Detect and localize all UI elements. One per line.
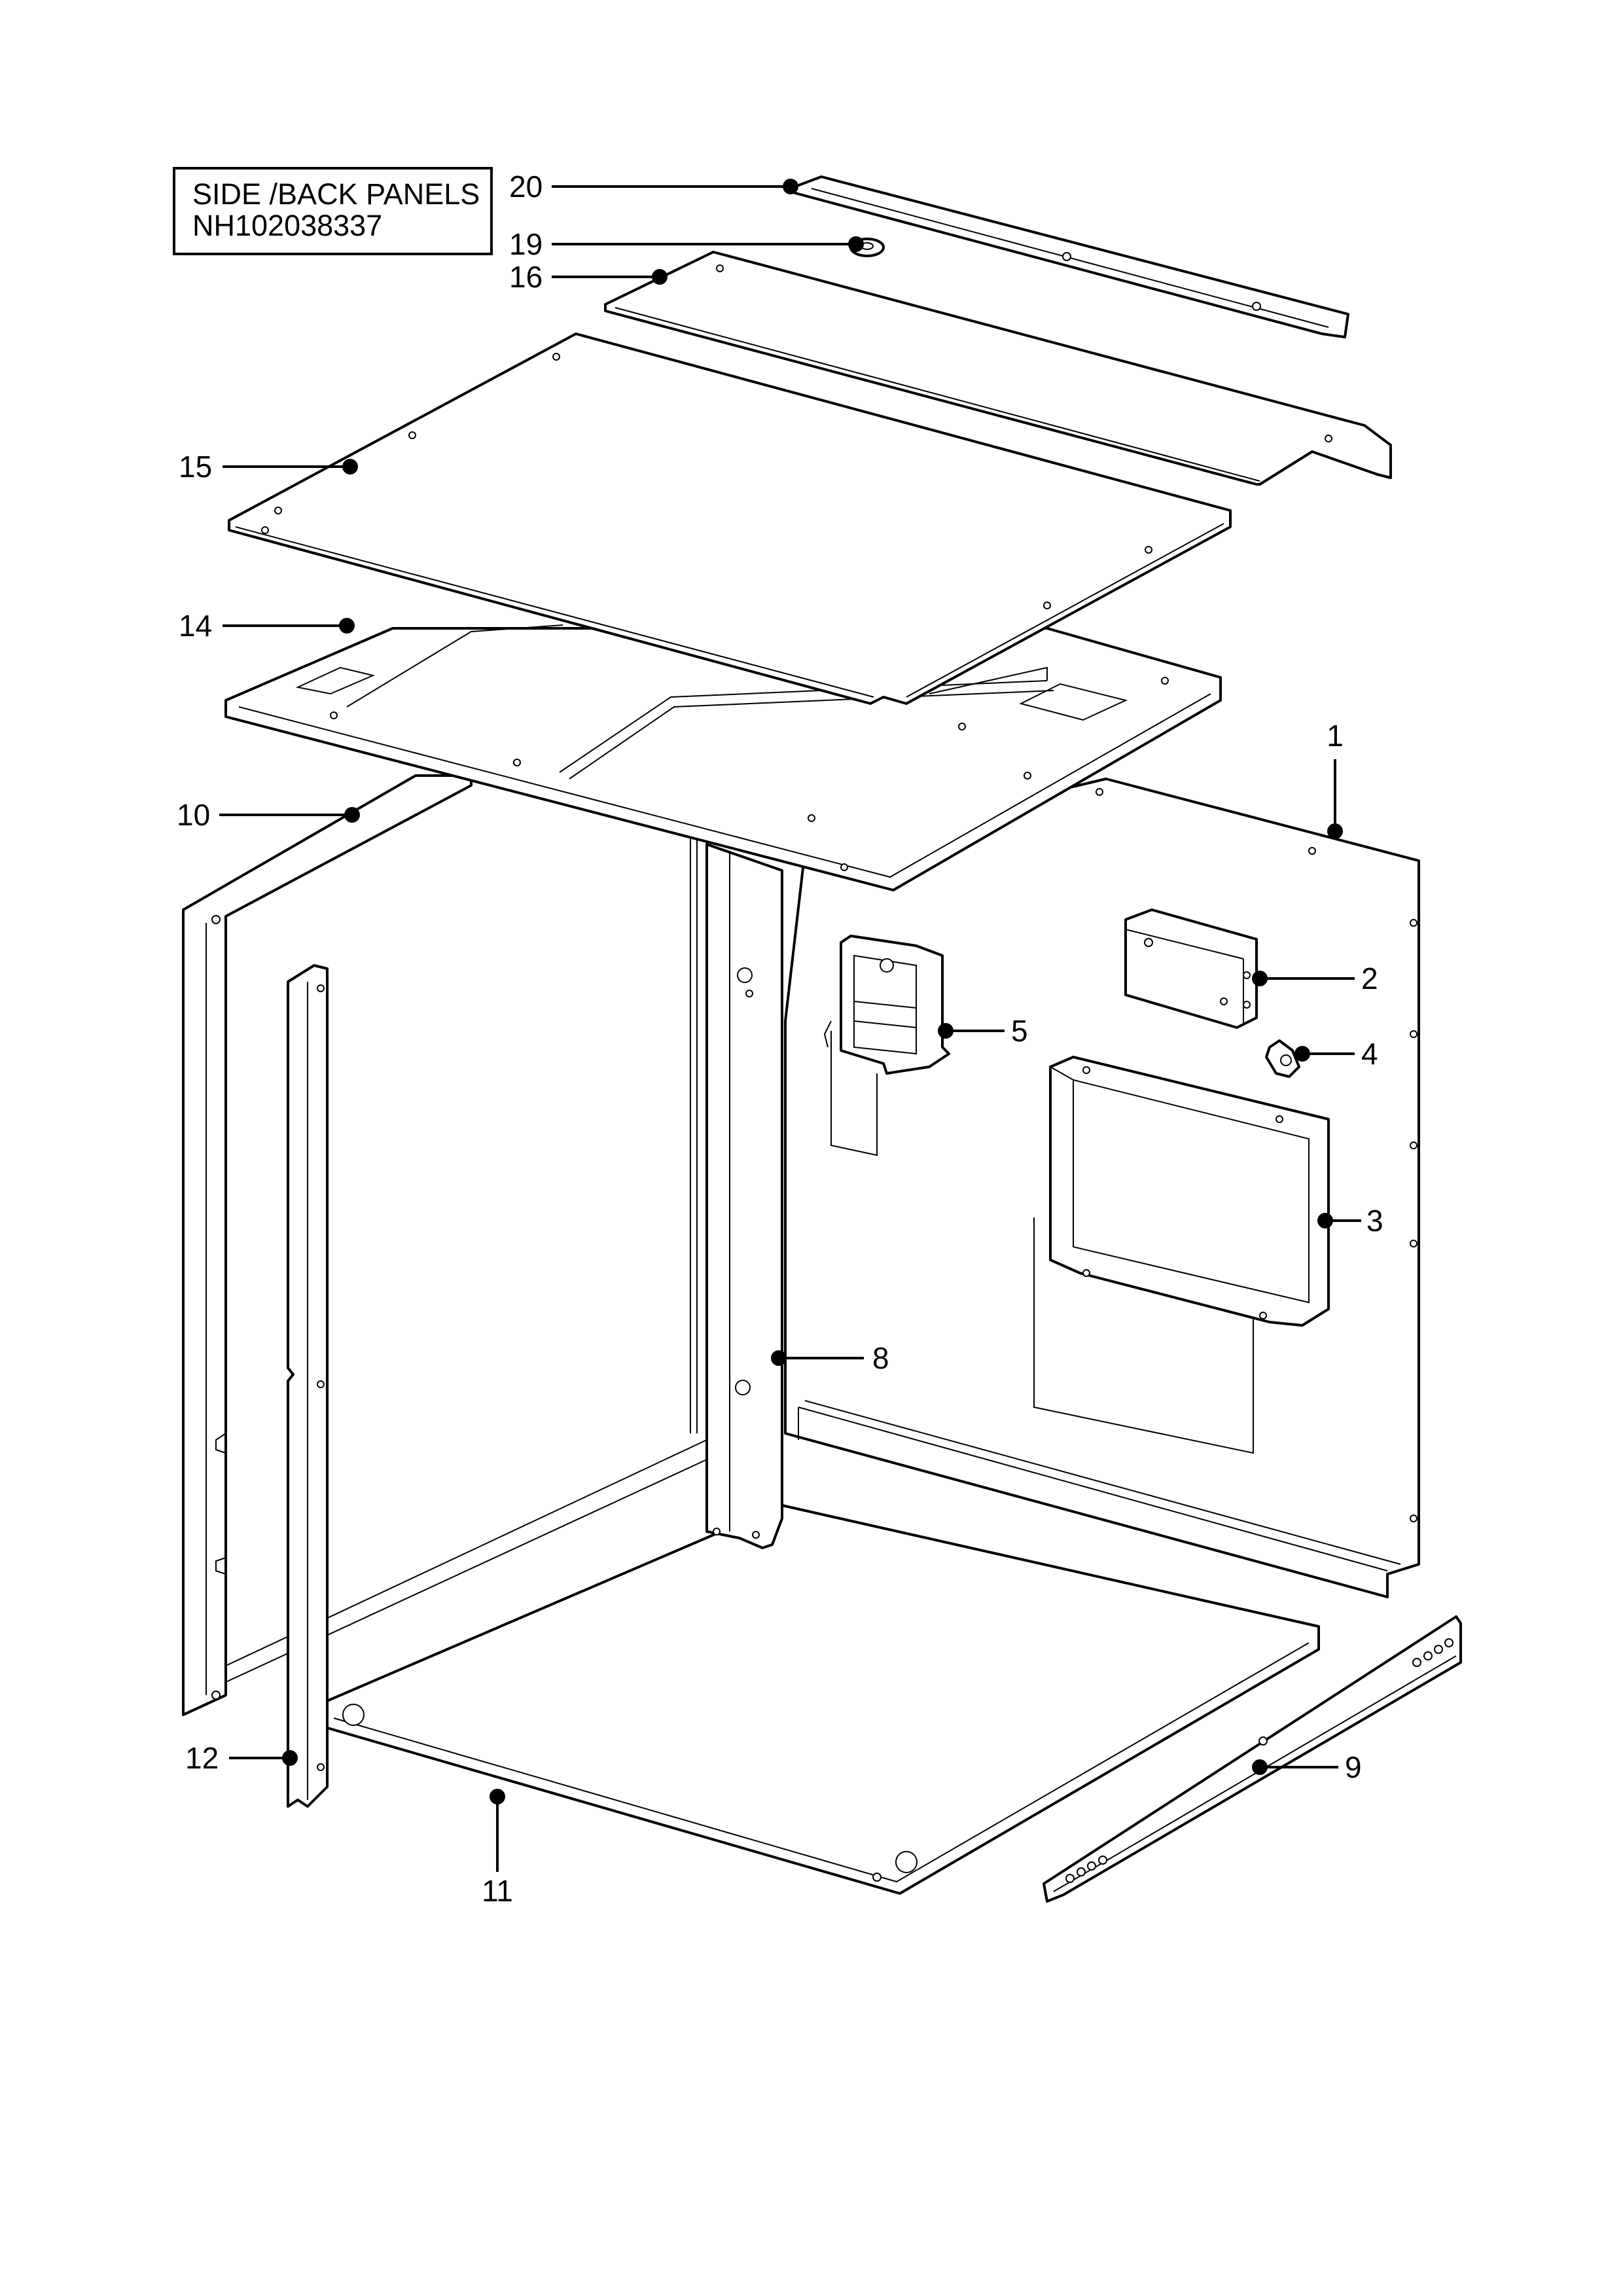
junction-tray xyxy=(1049,1056,1330,1327)
bottom-rail xyxy=(1043,1615,1462,1903)
callout-12: 12 xyxy=(185,1741,298,1775)
callout-label: 3 xyxy=(1366,1204,1383,1238)
callout-label: 16 xyxy=(509,260,543,294)
callout-label: 2 xyxy=(1361,961,1378,996)
central-upright xyxy=(705,843,783,1549)
callout-14: 14 xyxy=(179,609,355,643)
front-strip xyxy=(287,964,329,1808)
callout-10: 10 xyxy=(177,798,360,832)
callout-label: 5 xyxy=(1011,1014,1028,1048)
callout-15: 15 xyxy=(179,450,358,484)
base-panel xyxy=(324,1504,1320,1895)
callout-label: 19 xyxy=(509,227,543,261)
callout-16: 16 xyxy=(509,260,668,294)
callout-1: 1 xyxy=(1327,719,1344,839)
callout-2: 2 xyxy=(1252,961,1378,996)
transformer-bracket xyxy=(830,935,950,1157)
callout-label: 1 xyxy=(1327,719,1344,753)
callout-4: 4 xyxy=(1294,1037,1378,1071)
top-frame xyxy=(224,624,1222,891)
callout-20: 20 xyxy=(509,170,798,204)
top-rear-panel xyxy=(604,251,1392,486)
callout-11: 11 xyxy=(482,1789,513,1908)
control-box xyxy=(1124,908,1258,1029)
callout-5: 5 xyxy=(938,1014,1028,1048)
callout-8: 8 xyxy=(771,1341,889,1375)
callout-label: 11 xyxy=(482,1874,513,1908)
callout-label: 9 xyxy=(1345,1750,1362,1784)
top-rear-rail xyxy=(794,175,1349,338)
callout-19: 19 xyxy=(509,227,864,261)
callout-label: 14 xyxy=(179,609,212,643)
callout-3: 3 xyxy=(1317,1204,1383,1238)
diagram-title: SIDE /BACK PANELS xyxy=(192,177,480,211)
part-number: NH102038337 xyxy=(192,209,383,242)
callout-label: 12 xyxy=(185,1741,219,1775)
connector xyxy=(1265,1039,1300,1078)
callout-label: 20 xyxy=(509,170,543,204)
callout-9: 9 xyxy=(1252,1750,1362,1784)
top-panel xyxy=(228,332,1232,705)
callout-label: 4 xyxy=(1361,1037,1378,1071)
callout-label: 15 xyxy=(179,450,212,484)
title-block: SIDE /BACK PANELS NH102038337 xyxy=(173,167,493,255)
callout-label: 8 xyxy=(872,1341,889,1375)
callout-label: 10 xyxy=(177,798,210,832)
